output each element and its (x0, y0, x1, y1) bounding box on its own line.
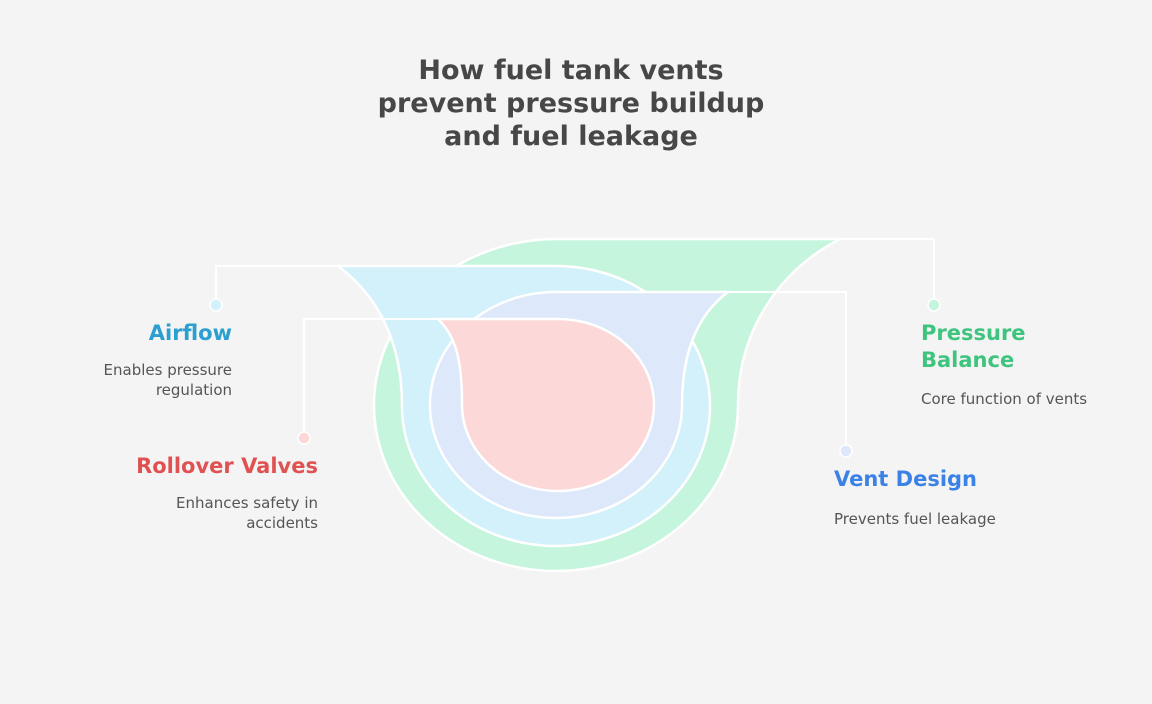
pressure-balance-dot (927, 298, 941, 312)
vent-design-connector (726, 291, 847, 446)
pressure-balance-description: Core function of vents (921, 390, 1088, 408)
rollover-valves-dot (297, 431, 311, 445)
pressure-balance-title: Pressure Balance (921, 321, 1026, 372)
vent-design-dot (839, 444, 853, 458)
rollover-valves-description: Enhances safety in accidents (176, 494, 318, 532)
airflow-dot (209, 298, 223, 312)
diagram-title: How fuel tank vents prevent pressure bui… (377, 55, 765, 152)
rollover-valves-connector (303, 318, 440, 433)
airflow-connector (215, 265, 340, 300)
rollover-valves-title: Rollover Valves (136, 454, 318, 478)
airflow-description: Enables pressure regulation (103, 361, 232, 399)
pressure-balance-connector (836, 238, 935, 300)
vent-design-title: Vent Design (834, 467, 978, 491)
airflow-title: Airflow (148, 321, 232, 345)
vent-design-description: Prevents fuel leakage (834, 510, 996, 528)
rollover-valves-shape (434, 317, 656, 493)
